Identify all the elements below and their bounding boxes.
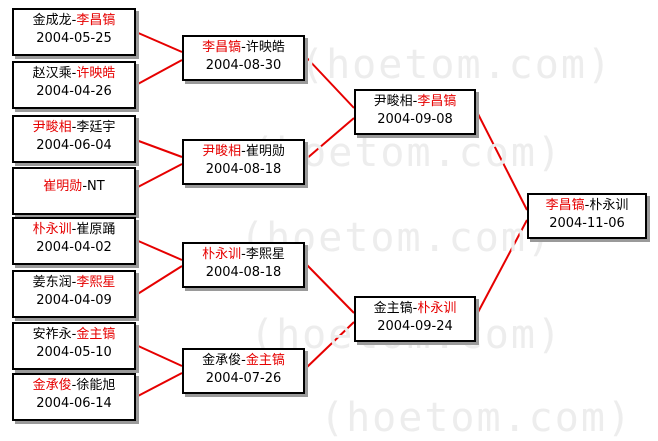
player-name: 李昌镐 <box>76 13 116 28</box>
player-name: 尹畯相 <box>373 94 413 109</box>
connector <box>135 163 183 189</box>
match-players: 尹畯相-李廷宇 <box>32 120 116 135</box>
match-box: 金承俊-金主镐 2004-07-26 <box>182 348 305 394</box>
player-name: 安祚永 <box>32 327 72 342</box>
match-date: 2004-08-30 <box>205 58 282 73</box>
player-name: 朴永训 <box>32 222 72 237</box>
match-box: 安祚永-金主镐 2004-05-10 <box>12 322 136 370</box>
player-name: 李熙星 <box>245 247 285 262</box>
match-box: 姜东润-李熙星 2004-04-09 <box>12 270 136 318</box>
match-box: 尹畯相-李廷宇 2004-06-04 <box>12 115 136 163</box>
match-date: 2004-08-18 <box>205 162 282 177</box>
connector <box>475 109 528 211</box>
player-name: 李昌镐 <box>545 198 585 213</box>
match-box: 尹畯相-崔明勋 2004-08-18 <box>182 139 305 185</box>
match-date: 2004-05-25 <box>36 31 112 46</box>
connector <box>135 265 183 296</box>
player-name: 姜东润 <box>32 275 72 290</box>
match-box: 李昌镐-许映皓 2004-08-30 <box>182 35 305 81</box>
connector <box>304 321 355 370</box>
match-players: 金承俊-徐能旭 <box>32 378 116 393</box>
match-box: 崔明勋-NT <box>12 167 136 215</box>
connector <box>135 372 183 398</box>
connector <box>304 55 355 109</box>
player-name: 李昌镐 <box>417 94 457 109</box>
match-box: 金成龙-李昌镐 2004-05-25 <box>12 8 136 56</box>
match-players: 尹畯相-崔明勋 <box>202 144 285 159</box>
match-players: 姜东润-李熙星 <box>32 275 116 290</box>
match-date: 2004-09-08 <box>377 112 453 127</box>
player-name: 尹畯相 <box>32 120 72 135</box>
player-name: 李昌镐 <box>202 40 242 55</box>
player-name: 赵汉乘 <box>32 66 72 81</box>
match-box: 金主镐-朴永训 2004-09-24 <box>354 296 476 342</box>
connector <box>135 239 183 261</box>
connector <box>135 31 183 53</box>
match-players: 安祚永-金主镐 <box>32 327 116 342</box>
match-date: 2004-09-24 <box>377 319 453 334</box>
connector <box>135 139 183 158</box>
match-date: 2004-06-04 <box>36 138 112 153</box>
match-date: 2004-08-18 <box>205 265 282 280</box>
match-players: 金承俊-金主镐 <box>202 353 285 368</box>
match-players: 李昌镐-许映皓 <box>202 40 285 55</box>
final-match-box: 李昌镐-朴永训 2004-11-06 <box>527 193 647 239</box>
player-name: 朴永训 <box>589 198 629 213</box>
connector <box>135 344 183 367</box>
match-players: 崔明勋-NT <box>43 179 105 194</box>
match-date: 2004-04-09 <box>36 293 112 308</box>
match-box: 赵汉乘-许映皓 2004-04-26 <box>12 61 136 109</box>
match-box: 尹畯相-李昌镐 2004-09-08 <box>354 89 476 135</box>
match-players: 赵汉乘-许映皓 <box>32 66 116 81</box>
match-players: 朴永训-崔原踊 <box>32 222 116 237</box>
match-date: 2004-11-06 <box>549 216 625 231</box>
player-name: 许映皓 <box>76 66 116 81</box>
player-name: 金成龙 <box>32 13 72 28</box>
player-name: 尹畯相 <box>202 144 242 159</box>
match-players: 朴永训-李熙星 <box>202 247 285 262</box>
player-name: 崔明勋 <box>245 144 285 159</box>
match-players: 金主镐-朴永训 <box>373 301 457 316</box>
player-name: 朴永训 <box>417 301 457 316</box>
match-players: 尹畯相-李昌镐 <box>373 94 457 109</box>
connector <box>304 262 355 314</box>
bracket-lines <box>135 31 528 398</box>
player-name: 李廷宇 <box>76 120 116 135</box>
match-box: 朴永训-李熙星 2004-08-18 <box>182 242 305 288</box>
player-name: 金承俊 <box>32 378 72 393</box>
match-box: 金承俊-徐能旭 2004-06-14 <box>12 373 136 421</box>
player-name: 崔原踊 <box>76 222 116 237</box>
match-players: 李昌镐-朴永训 <box>545 198 629 213</box>
player-name: 李熙星 <box>76 275 116 290</box>
match-date: 2004-06-14 <box>36 396 112 411</box>
player-name: NT <box>87 179 105 194</box>
connector <box>304 117 355 161</box>
player-name: 金主镐 <box>245 353 285 368</box>
player-name: 徐能旭 <box>76 378 116 393</box>
connector <box>135 59 183 86</box>
player-name: 金承俊 <box>202 353 242 368</box>
match-date: 2004-05-10 <box>36 345 112 360</box>
match-box: 朴永训-崔原踊 2004-04-02 <box>12 217 136 265</box>
player-name: 金主镐 <box>373 301 413 316</box>
match-date: 2004-07-26 <box>205 371 282 386</box>
match-date: 2004-04-26 <box>36 84 112 99</box>
match-players: 金成龙-李昌镐 <box>32 13 116 28</box>
player-name: 朴永训 <box>202 247 242 262</box>
player-name: 许映皓 <box>245 40 285 55</box>
match-date: 2004-04-02 <box>36 240 112 255</box>
bracket-diagram: (hoetom.com) (hoetom.com) (hoetom.com) (… <box>12 8 647 441</box>
player-name: 金主镐 <box>76 327 116 342</box>
player-name: 崔明勋 <box>43 179 83 194</box>
connector <box>475 219 528 317</box>
